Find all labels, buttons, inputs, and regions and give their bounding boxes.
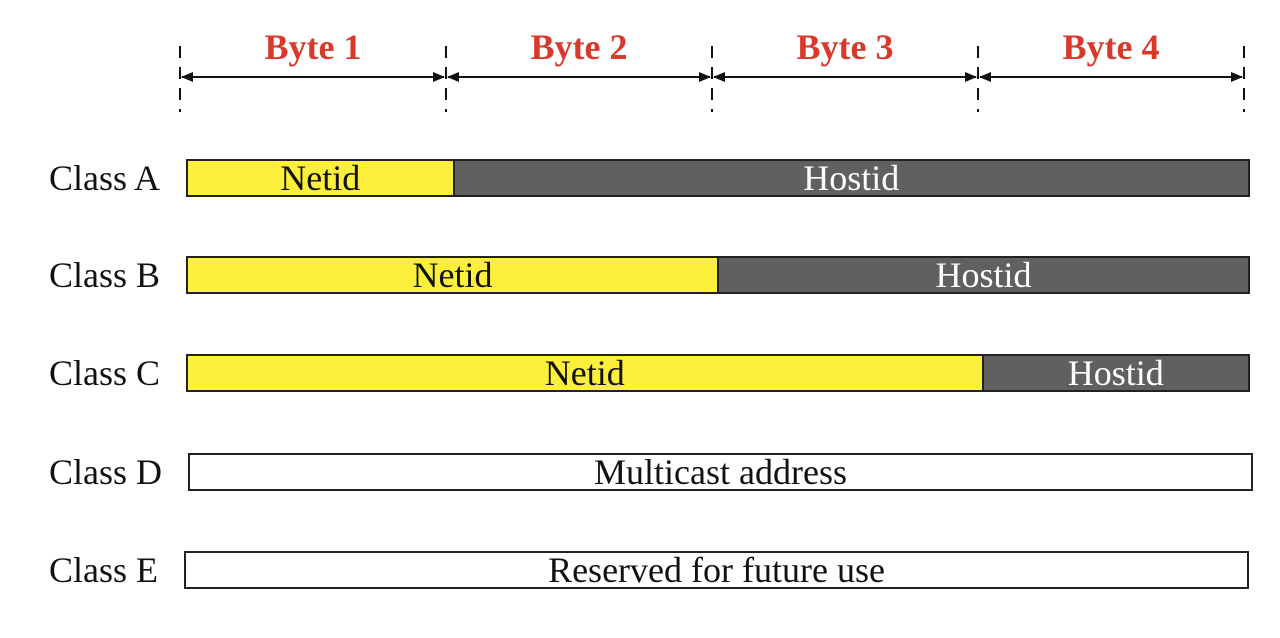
address-segment: Reserved for future use	[186, 552, 1247, 588]
byte-label: Byte 3	[796, 27, 894, 67]
byte-label: Byte 4	[1062, 27, 1160, 67]
class-label: Class E	[49, 550, 159, 590]
netid-segment: Netid	[188, 355, 982, 391]
hostid-segment: Hostid	[981, 355, 1248, 391]
address-segment: Multicast address	[190, 454, 1251, 490]
netid-segment: Netid	[188, 160, 453, 196]
byte-label: Byte 2	[530, 27, 628, 67]
address-bar: Reserved for future use	[184, 551, 1249, 589]
class-label: Class B	[49, 255, 161, 295]
class-label: Class A	[49, 158, 161, 198]
address-bar: Multicast address	[188, 453, 1253, 491]
class-label: Class D	[49, 452, 163, 492]
netid-segment: Netid	[188, 257, 717, 293]
class-label: Class C	[49, 353, 161, 393]
hostid-segment: Hostid	[717, 257, 1248, 293]
hostid-segment: Hostid	[452, 160, 1248, 196]
byte-label: Byte 1	[264, 27, 362, 67]
